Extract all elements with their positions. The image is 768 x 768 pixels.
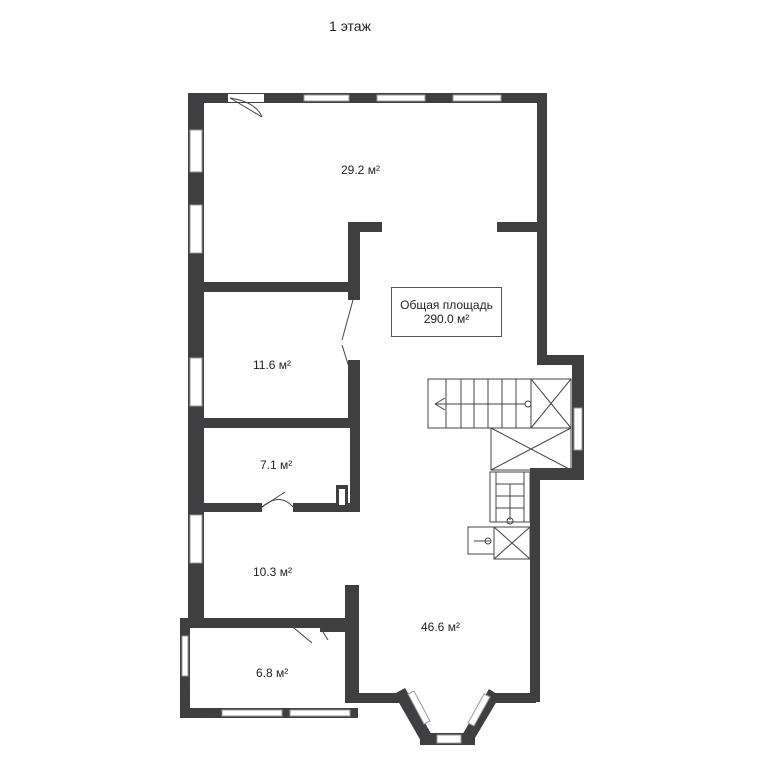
total-area-box: Общая площадь 290.0 м² [391,287,502,337]
total-area-label: Общая площадь [400,298,493,312]
room-area-label: 29.2 м² [341,163,380,177]
room-area-label: 11.6 м² [253,358,292,372]
room-area-label: 7.1 м² [260,458,293,472]
doors [182,94,354,718]
room-area-label: 6.8 м² [256,666,289,680]
windows [181,94,583,744]
stairs [427,378,572,560]
room-area-label: 10.3 м² [253,565,292,579]
total-area-value: 290.0 м² [423,312,470,326]
room-area-label: 46.6 м² [421,620,460,634]
floor-title: 1 этаж [329,18,371,34]
interior-walls [190,222,537,632]
